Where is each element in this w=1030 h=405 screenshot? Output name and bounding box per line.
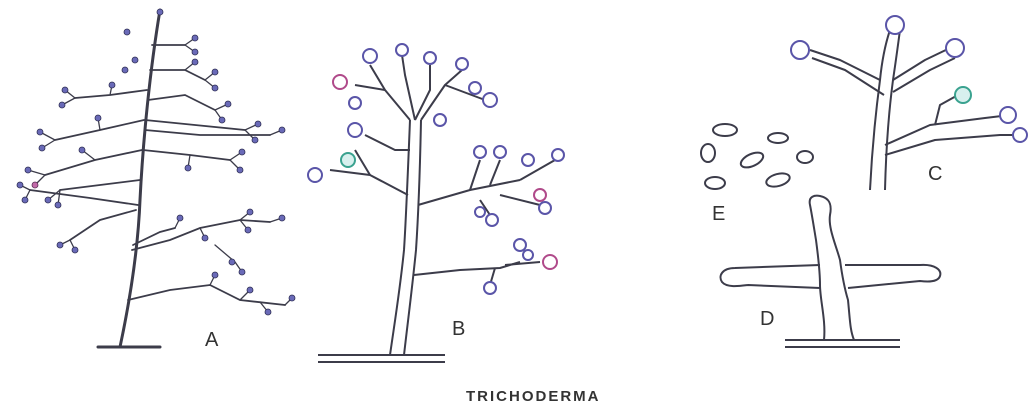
- panel-c-conidiophore: [791, 16, 1027, 190]
- panel-e-conidia: [701, 124, 813, 189]
- panel-d-label: D: [760, 308, 774, 330]
- panel-a-label: A: [205, 329, 219, 351]
- panel-c-label: C: [928, 163, 942, 185]
- panel-b-conidiophore: [308, 44, 564, 362]
- panel-e-label: E: [712, 203, 725, 225]
- panel-a-conidiophore: [17, 9, 295, 347]
- panel-a-phialides: [17, 9, 295, 315]
- panel-b-phialide-clusters: [308, 44, 564, 294]
- panel-b-label: B: [452, 318, 465, 340]
- figure-caption: TRICHODERMA: [466, 388, 601, 405]
- panel-d-structure: [721, 196, 941, 347]
